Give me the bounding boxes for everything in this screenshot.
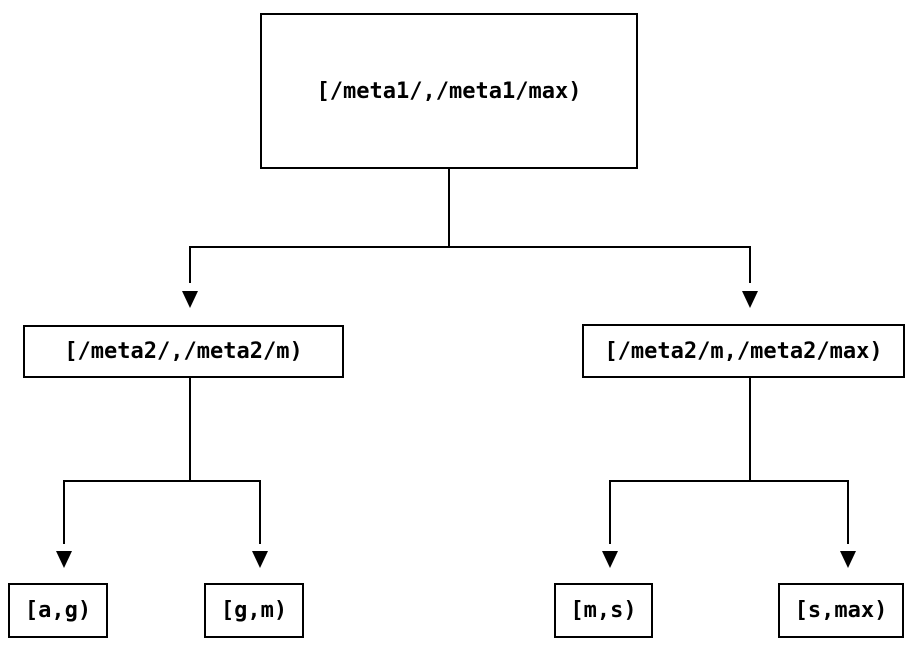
arrow-down-icon	[182, 291, 198, 308]
arrow-down-icon	[602, 551, 618, 568]
edge-lines	[63, 169, 849, 544]
arrow-down-icon	[840, 551, 856, 568]
arrow-down-icon	[56, 551, 72, 568]
tree-leaf-m-s: [m,s)	[554, 583, 653, 638]
tree-node-meta2-right: [/meta2/m,/meta2/max)	[582, 324, 905, 378]
tree-leaf-s-max: [s,max)	[778, 583, 904, 638]
arrow-down-icon	[252, 551, 268, 568]
tree-leaf-g-m: [g,m)	[204, 583, 304, 638]
arrowheads	[56, 291, 856, 568]
arrow-down-icon	[742, 291, 758, 308]
tree-node-root: [/meta1/,/meta1/max)	[260, 13, 638, 169]
tree-node-meta2-left: [/meta2/,/meta2/m)	[23, 325, 344, 378]
tree-leaf-a-g: [a,g)	[8, 583, 108, 638]
